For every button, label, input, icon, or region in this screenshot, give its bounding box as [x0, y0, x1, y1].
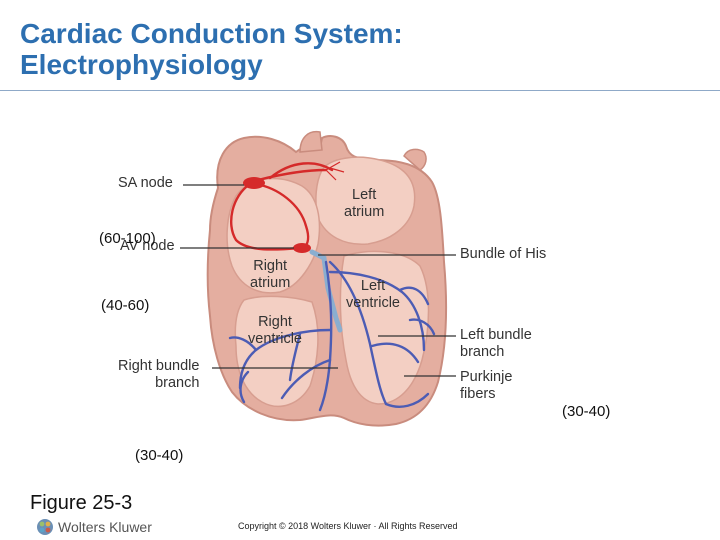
sa-node-marker	[243, 177, 265, 189]
label-right-ventricle: Right ventricle	[248, 314, 302, 347]
leader-lines	[180, 184, 456, 377]
rate-av-node: (40-60)	[101, 297, 150, 314]
publisher-logo: Wolters Kluwer	[36, 518, 152, 536]
av-node-marker	[293, 243, 311, 253]
internodal-pathways	[229, 162, 334, 251]
right-ventricle-chamber	[234, 295, 319, 407]
title-line-1: Cardiac Conduction System:	[20, 18, 403, 49]
label-left-ventricle: Left ventricle	[346, 278, 400, 311]
slide-title: Cardiac Conduction System: Electrophysio…	[20, 18, 700, 80]
label-right-bundle-branch: Right bundle branch	[118, 358, 200, 391]
purkinje-fibers-network	[228, 260, 436, 412]
left-ventricle-chamber	[339, 250, 430, 405]
copyright-notice: Copyright © 2018 Wolters Kluwer · All Ri…	[238, 521, 458, 531]
figure-caption: Figure 25-3	[30, 492, 133, 514]
wolters-kluwer-logo-icon	[37, 519, 53, 535]
rate-purkinje-right: (30-40)	[562, 403, 611, 420]
pulmonary-vessel	[403, 148, 427, 171]
label-bundle-of-his: Bundle of His	[460, 246, 547, 262]
label-sa-node: SA node	[118, 175, 173, 191]
aorta	[299, 130, 323, 153]
publisher-name: Wolters Kluwer	[58, 519, 152, 535]
title-line-2: Electrophysiology	[20, 49, 263, 80]
bundle-of-his-path	[309, 249, 343, 333]
label-right-atrium: Right atrium	[250, 258, 291, 291]
label-left-bundle-branch: Left bundle branch	[460, 327, 532, 360]
rate-purkinje-bottom: (30-40)	[135, 447, 184, 464]
title-divider	[0, 90, 720, 91]
sa-branches	[325, 161, 345, 181]
label-av-node: AV node	[120, 238, 175, 254]
rate-sa-node: (60-100)	[99, 230, 156, 247]
label-left-atrium: Left atrium	[344, 187, 385, 220]
label-purkinje-fibers: Purkinje fibers	[460, 369, 513, 402]
